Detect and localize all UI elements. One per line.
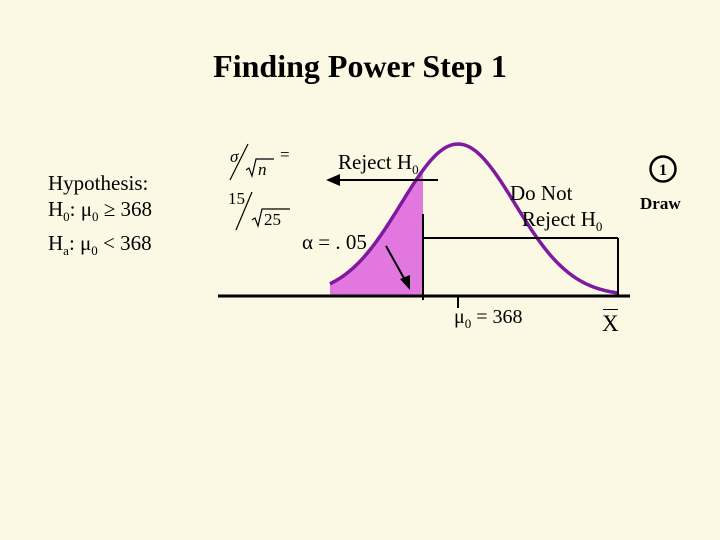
alternative-hypothesis: Ha: μ0 < 368: [48, 231, 152, 259]
slide-title: Finding Power Step 1: [213, 48, 507, 84]
draw-label: Draw: [640, 194, 681, 213]
svg-text:=: =: [280, 145, 290, 164]
svg-text:15: 15: [228, 189, 245, 208]
hypothesis-block: Hypothesis: H0: μ0 ≥ 368 Ha: μ0 < 368: [48, 170, 152, 264]
do-not-reject-label: Do Not Reject H0: [510, 181, 603, 235]
svg-text:25: 25: [264, 210, 281, 229]
xbar-label: X: [602, 309, 619, 336]
rejection-region: [330, 170, 423, 296]
bell-curve: [329, 142, 619, 295]
reject-label: Reject H0: [338, 150, 419, 178]
svg-text:n: n: [258, 160, 267, 179]
svg-text:1: 1: [659, 162, 667, 179]
alpha-label: α = . 05: [302, 230, 367, 254]
mean-label: μ0 = 368: [454, 306, 523, 331]
circled-one-icon: 1: [649, 155, 677, 183]
svg-text:σ: σ: [230, 147, 239, 166]
left-arrow-icon: [326, 174, 438, 186]
null-hypothesis: H0: μ0 ≥ 368: [48, 197, 153, 225]
hypothesis-heading: Hypothesis:: [48, 171, 149, 195]
standard-error-formula: σ n = 15 25: [228, 143, 290, 231]
pointer-arrow-icon: [385, 245, 410, 290]
